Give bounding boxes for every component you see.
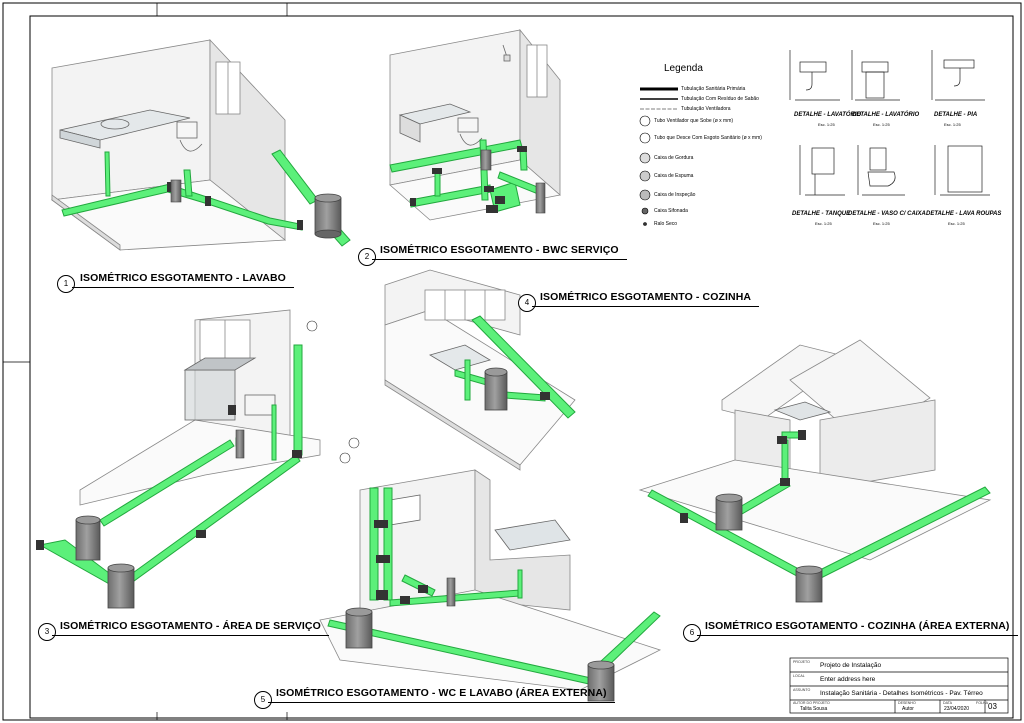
view-1-fittings: [167, 182, 303, 230]
tb-desenho: Autor: [902, 706, 914, 712]
view-1-number: 1: [57, 275, 75, 293]
legend-symbols: [639, 87, 678, 226]
view-4-number: 4: [518, 294, 536, 312]
view-5-fittings: [374, 520, 428, 604]
view-2-title-text: ISOMÉTRICO ESGOTAMENTO - BWC SERVIÇO: [372, 244, 627, 260]
tb-assunto-label: ASSUNTO: [793, 688, 811, 692]
view-6-number: 6: [683, 624, 701, 642]
view-3-area-servico-drawing: [79, 309, 321, 506]
detail-label-pia: DETALHE - PIA: [934, 112, 978, 118]
detail-label-tanque: DETALHE - TANQUE: [792, 211, 851, 217]
detail-label-lavatorio-1: DETALHE - LAVATÓRIO: [794, 112, 862, 118]
legend-item-grease-box: Caixa de Gordura: [654, 155, 694, 161]
view-4-cozinha-drawing: [384, 269, 576, 471]
detail-sketches: [789, 50, 990, 196]
view-2-number: 2: [358, 248, 376, 266]
detail-scale-tanque: Esc. 1:25: [815, 221, 832, 226]
view-4-boxes: [484, 367, 508, 411]
legend-item-vent-up: Tubo Ventilador que Sobe (ø x mm): [654, 118, 734, 124]
view-6-title-text: ISOMÉTRICO ESGOTAMENTO - COZINHA (ÁREA E…: [697, 620, 1018, 636]
view-3-pipes: [38, 344, 303, 591]
tb-projeto: Projeto de Instalação: [820, 662, 882, 669]
tb-autor-label: AUTOR DO PROJETO: [793, 701, 830, 705]
tb-local: Enter address here: [820, 676, 876, 683]
tb-autor: Talita Sousa: [800, 706, 828, 712]
tb-projeto-label: PROJETO: [793, 660, 810, 664]
detail-label-vaso-caixa: DETALHE - VASO C/ CAIXA: [848, 211, 926, 217]
view-1-title-text: ISOMÉTRICO ESGOTAMENTO - LAVABO: [72, 272, 294, 288]
detail-scale-pia: Esc. 1:25: [944, 122, 961, 127]
view-3-fittings: [36, 405, 302, 550]
legend-item-inspection-box: Caixa de Inspeção: [654, 192, 696, 198]
legend-item-dry-drain: Ralo Seco: [654, 221, 678, 227]
legend-item-drop-pipe: Tubo que Desce Com Esgoto Sanitário (ø x…: [654, 135, 762, 141]
view-2-pipes: [389, 139, 541, 213]
detail-label-lavatorio-2: DETALHE - LAVATÓRIO: [852, 112, 920, 118]
legend-title: Legenda: [664, 63, 703, 74]
detail-scale-lava-roupas: Esc. 1:25: [948, 221, 965, 226]
detail-scale-vaso-caixa: Esc. 1:25: [873, 221, 890, 226]
view-6-boxes: [715, 493, 823, 603]
view-3-number: 3: [38, 623, 56, 641]
title-block: [789, 657, 1009, 714]
tb-data: 23/04/2020: [944, 706, 970, 712]
view-2-boxes: [480, 149, 546, 214]
view-3-title-text: ISOMÉTRICO ESGOTAMENTO - ÁREA DE SERVIÇO: [52, 620, 329, 636]
view-6-cozinha-externa-drawing: [638, 339, 992, 561]
tb-data-label: DATA: [943, 701, 953, 705]
legend-item-foam-box: Caixa de Espuma: [654, 173, 694, 179]
inspection-box: [314, 197, 342, 235]
tb-folha: 03: [988, 702, 997, 711]
tb-desenho-label: DESENHO: [898, 701, 916, 705]
detail-scale-lavatorio-2: Esc. 1:25: [873, 122, 890, 127]
view-3-boxes: [75, 320, 318, 609]
tb-assunto: Instalação Sanitária - Detalhes Isométri…: [820, 690, 983, 697]
inner-border: [29, 15, 1014, 719]
view-2-fittings: [410, 146, 527, 213]
view-5-pipes: [327, 487, 661, 687]
legend-item-primary-pipe: Tubulação Sanitária Primária: [681, 86, 746, 92]
legend-item-soap-pipe: Tubulação Com Resíduo de Sabão: [681, 96, 759, 102]
view-5-boxes: [339, 437, 615, 702]
view-4-title-text: ISOMÉTRICO ESGOTAMENTO - COZINHA: [531, 291, 760, 307]
legend-item-vent-pipe: Tubulação Ventiladora: [681, 106, 731, 112]
legend-item-siphon-box: Caixa Sifonada: [654, 208, 688, 214]
view-5-title-text: ISOMÉTRICO ESGOTAMENTO - WC E LAVABO (ÁR…: [268, 687, 615, 703]
detail-label-lava-roupas: DETALHE - LAVA ROUPAS: [926, 211, 1002, 217]
tb-folha-label: FOLHA: [976, 701, 988, 705]
tb-local-label: LOCAL: [793, 674, 805, 678]
detail-scale-lavatorio-1: Esc. 1:25: [818, 122, 835, 127]
view-1-boxes: [170, 179, 342, 239]
view-6-fittings: [680, 430, 806, 523]
view-1-pipes: [61, 149, 351, 247]
trap-box: [170, 179, 182, 203]
view-5-number: 5: [254, 691, 272, 709]
